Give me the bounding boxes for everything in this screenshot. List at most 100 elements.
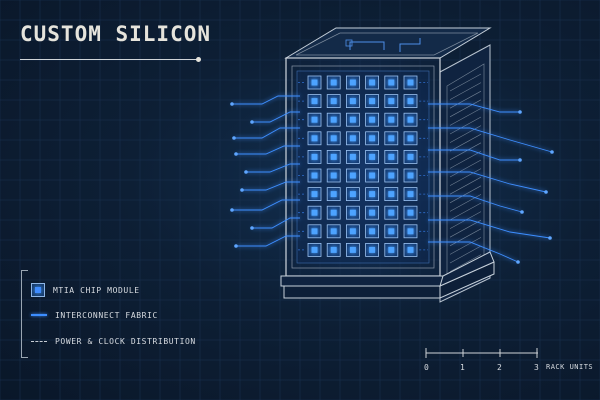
mtia-chip <box>307 168 322 183</box>
interconnect-line <box>252 217 300 229</box>
interconnect-line <box>252 111 300 123</box>
mtia-chip <box>384 224 399 239</box>
mtia-chip <box>345 168 360 183</box>
mtia-chip <box>384 168 399 183</box>
interconnect-line <box>428 127 553 153</box>
mtia-chip <box>307 131 322 146</box>
mtia-chip <box>345 131 360 146</box>
mtia-chip <box>403 149 418 164</box>
mtia-chip <box>345 94 360 108</box>
mtia-chip <box>345 224 360 239</box>
mtia-chip <box>403 205 418 220</box>
mtia-chip <box>384 205 399 220</box>
page-title: CUSTOM SILICON <box>20 22 212 46</box>
mtia-chip <box>307 94 322 108</box>
mtia-chip <box>403 75 418 90</box>
interconnect-endpoint <box>550 150 554 154</box>
interconnect-endpoint <box>518 158 522 162</box>
mtia-chip <box>345 149 360 164</box>
interconnect-endpoint <box>250 120 254 124</box>
interconnect-endpoint <box>520 210 524 214</box>
mtia-chip <box>384 94 399 108</box>
interconnect-endpoint <box>244 170 248 174</box>
scale-tick-0: 0 <box>424 363 429 372</box>
mtia-chip <box>326 94 341 108</box>
interconnect-endpoint <box>230 102 234 106</box>
mtia-chip <box>326 131 341 146</box>
scale-bar-ruler <box>425 348 538 358</box>
interconnect-line <box>246 163 300 173</box>
interconnect-line <box>232 199 300 211</box>
mtia-chip <box>307 205 322 220</box>
legend-bracket <box>21 270 28 358</box>
mtia-chip <box>365 224 380 239</box>
legend-item-chip-module: MTIA CHIP MODULE <box>31 281 140 299</box>
mtia-chip <box>307 224 322 239</box>
mtia-chip <box>345 205 360 220</box>
mtia-chip <box>326 224 341 239</box>
legend-label: MTIA CHIP MODULE <box>53 285 140 295</box>
legend: MTIA CHIP MODULE INTERCONNECT FABRIC POW… <box>21 270 211 360</box>
mtia-chip <box>326 187 341 202</box>
mtia-chip <box>307 242 322 257</box>
interconnect-line <box>428 241 519 263</box>
interconnect-endpoint <box>240 188 244 192</box>
rack-top <box>284 27 492 59</box>
mtia-chip <box>326 149 341 164</box>
scale-tick-2: 2 <box>497 363 502 372</box>
interconnect-line <box>234 127 300 139</box>
mtia-chip <box>403 187 418 202</box>
interconnect-line <box>236 235 300 247</box>
mtia-chip <box>403 112 418 127</box>
mtia-chip <box>345 187 360 202</box>
interconnect-line <box>428 103 520 113</box>
mtia-chip <box>403 131 418 146</box>
mtia-chip <box>384 75 399 90</box>
interconnect-line <box>428 195 523 213</box>
mtia-chip <box>365 131 380 146</box>
mtia-chip <box>365 205 380 220</box>
scale-units-label: RACK UNITS <box>546 363 594 371</box>
interconnect-endpoint <box>516 260 520 264</box>
mtia-chip <box>384 112 399 127</box>
mtia-chip <box>403 94 418 108</box>
title-underline-dot <box>196 57 201 62</box>
mtia-chip <box>365 187 380 202</box>
interconnect-endpoint <box>230 208 234 212</box>
interconnect-endpoint <box>232 136 236 140</box>
interconnect-endpoint <box>518 110 522 114</box>
interconnect-line <box>428 171 547 193</box>
legend-label: INTERCONNECT FABRIC <box>55 310 158 320</box>
mtia-chip <box>345 242 360 257</box>
mtia-chip <box>403 224 418 239</box>
mtia-chip <box>345 75 360 90</box>
scale-bar: 0 1 2 3 RACK UNITS <box>424 344 594 384</box>
mtia-chip <box>384 187 399 202</box>
interconnect-line <box>242 181 300 191</box>
mtia-chip-grid <box>307 75 418 257</box>
dashed-power-line-icon <box>31 340 47 342</box>
mtia-chip <box>365 75 380 90</box>
mtia-chip <box>384 131 399 146</box>
mtia-chip <box>326 75 341 90</box>
scale-tick-3: 3 <box>534 363 539 372</box>
mtia-chip <box>365 94 380 108</box>
interconnect-fabric <box>232 95 553 263</box>
interconnect-line <box>232 95 300 105</box>
scale-tick-1: 1 <box>460 363 465 372</box>
mtia-chip <box>307 112 322 127</box>
mtia-chip <box>384 242 399 257</box>
interconnect-endpoint <box>548 236 552 240</box>
chip-module-icon <box>31 283 45 297</box>
mtia-chip <box>326 112 341 127</box>
mtia-chip <box>307 75 322 90</box>
mtia-chip <box>307 149 322 164</box>
mtia-chip <box>326 242 341 257</box>
interconnect-line <box>236 145 300 155</box>
mtia-chip <box>365 112 380 127</box>
mtia-chip <box>365 168 380 183</box>
rack-base <box>280 251 495 299</box>
